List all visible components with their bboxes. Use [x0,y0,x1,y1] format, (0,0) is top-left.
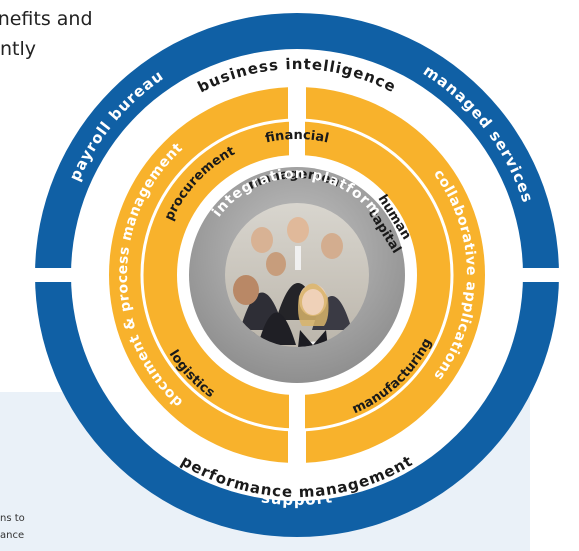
intro-line-2: ntly [0,38,37,60]
team-photo [225,203,369,347]
outer-ring-bottom-label: support [260,488,334,509]
footnote-line-2: ance [0,530,25,541]
outer-ring-top-label: delivery [0,0,38,4]
intro-line-1: enefits and [0,8,93,30]
footnote-text: ns to ance [0,510,25,544]
module-financial-line1: financial [264,128,330,146]
footnote-line-1: ns to [0,513,25,524]
intro-paragraph: enefits and ntly [0,4,93,64]
